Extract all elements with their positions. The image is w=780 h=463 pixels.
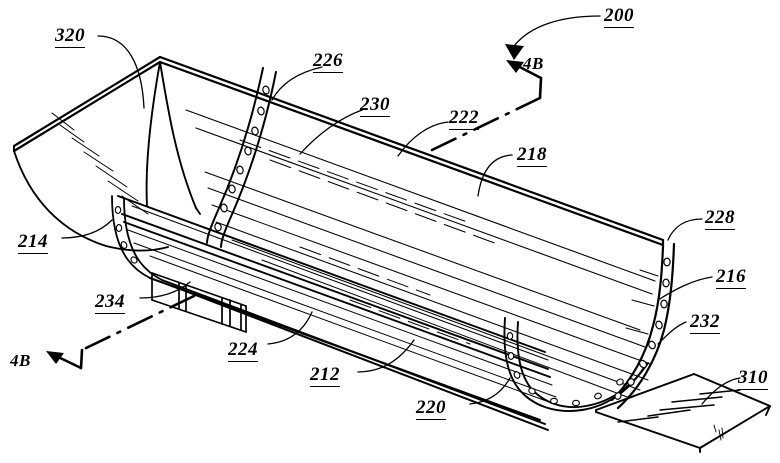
ref-label-214: 214 (18, 231, 48, 254)
leader-arrowhead-200 (505, 44, 524, 60)
ref-label-200: 200 (604, 5, 634, 28)
discharge-lip-detail (713, 424, 724, 441)
trough-bottom-220 (149, 277, 549, 431)
near-wall-detail-lines (127, 205, 561, 407)
ref-label-228: 228 (705, 207, 735, 230)
rivet-band-214-rivets (114, 206, 138, 264)
right-end-shading (625, 269, 659, 335)
ref-label-222: 222 (449, 107, 479, 130)
section-line-4b (46, 60, 543, 370)
ref-label-320: 320 (55, 25, 85, 48)
inlet-chute-320 (13, 61, 201, 252)
ref-label-218: 218 (517, 144, 547, 167)
interior-dash-lines (239, 139, 501, 345)
rivet-band-inner-u-rivets (506, 332, 624, 407)
section-marker-4b-top: 4B (523, 54, 544, 73)
ref-label-230: 230 (360, 94, 390, 117)
ref-label-310: 310 (738, 367, 768, 390)
ref-label-226: 226 (313, 50, 343, 73)
discharge-lip-310 (595, 373, 771, 453)
ref-label-224: 224 (228, 339, 258, 362)
rivet-band-226-rivets (214, 85, 270, 232)
rivet-band-232-rivets (614, 257, 671, 400)
discharge-lip-shading (617, 389, 741, 423)
ref-label-216: 216 (716, 266, 746, 289)
ref-label-220: 220 (416, 397, 446, 420)
chute-shading-lines (51, 112, 149, 215)
near-side-wall-214 (117, 195, 551, 378)
rivet-band-214 (111, 195, 163, 281)
interior-surface-lines (204, 171, 651, 399)
ref-label-212: 212 (310, 364, 340, 387)
ref-label-232: 232 (690, 311, 720, 334)
rivet-band-226 (206, 67, 277, 248)
section-marker-4b-bottom: 4B (10, 351, 31, 370)
ref-label-234: 234 (95, 291, 125, 314)
trough-body-outline (12, 55, 665, 247)
far-side-wall-218 (185, 109, 656, 295)
leader-lines (61, 15, 741, 405)
